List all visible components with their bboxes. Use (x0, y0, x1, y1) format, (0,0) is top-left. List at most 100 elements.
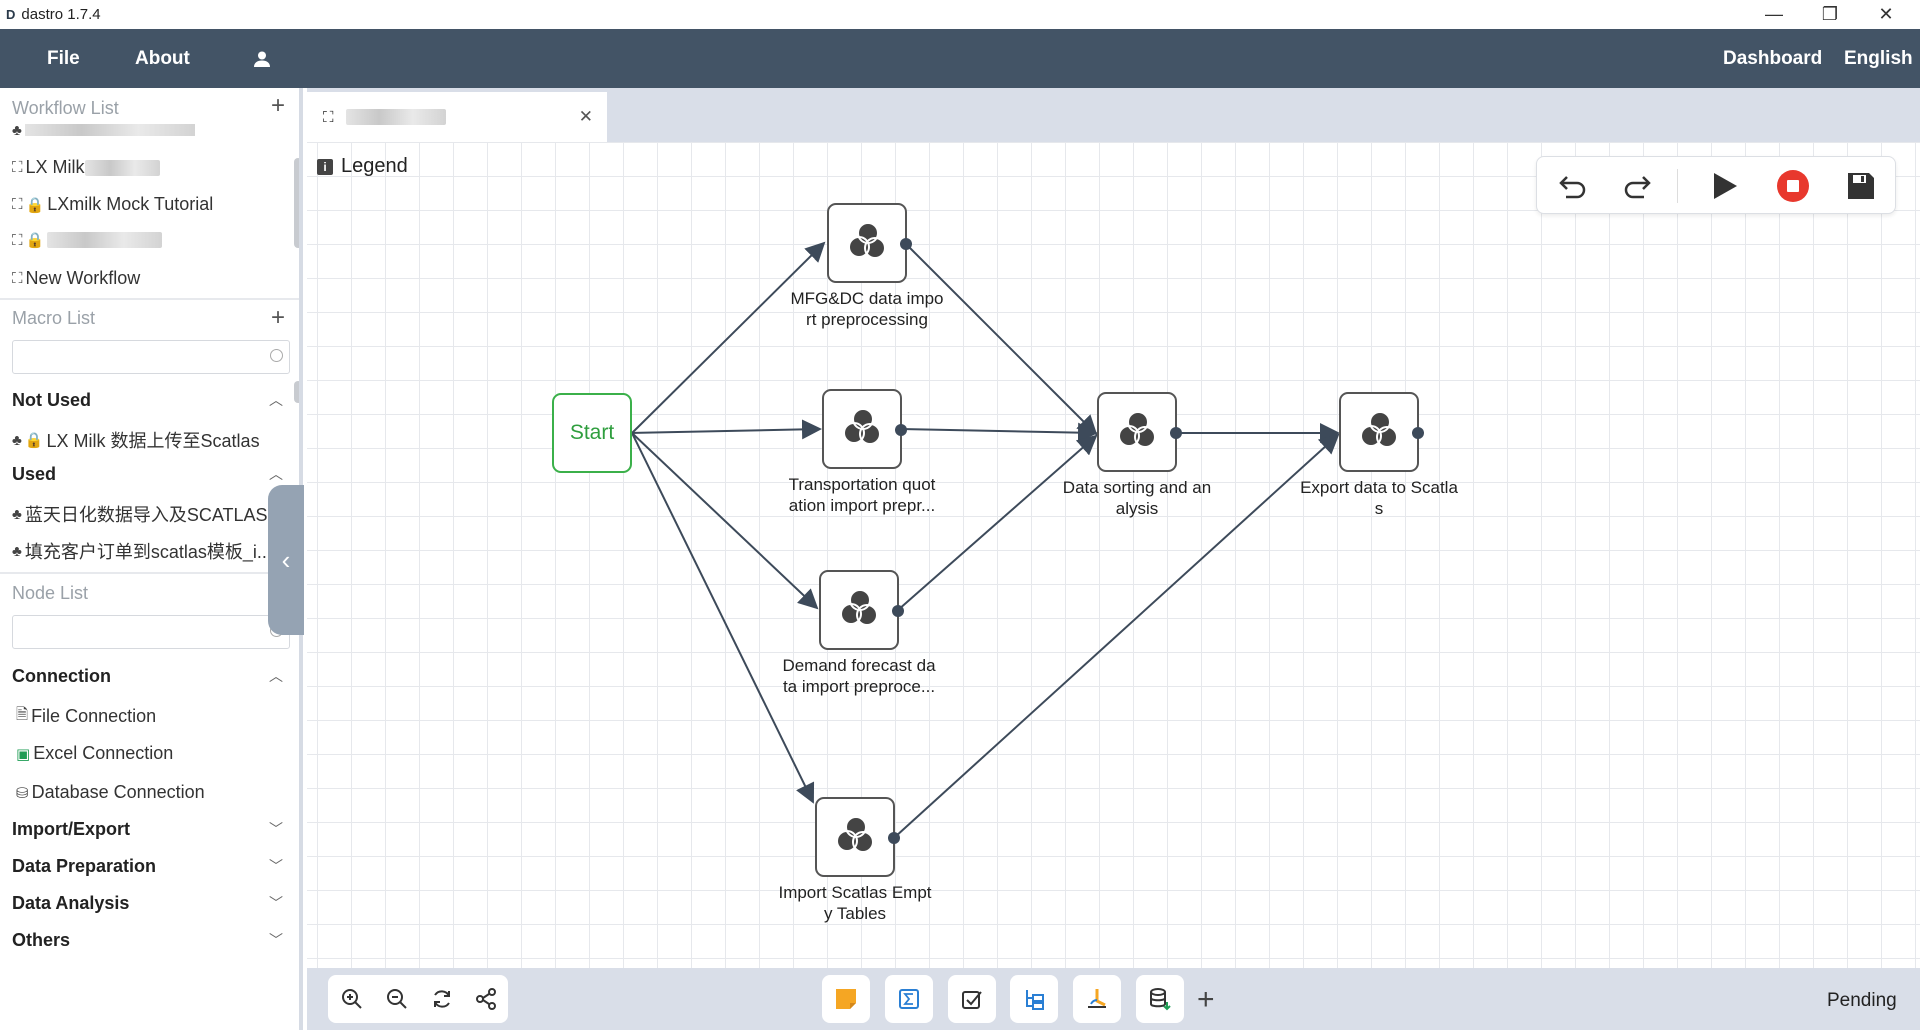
edge[interactable] (631, 432, 819, 610)
chevron-down-icon[interactable]: ﹀ (269, 821, 283, 837)
macro-item[interactable]: ♣🔒 LX Milk 数据上传至Scatlas (12, 427, 260, 453)
node-label-line: Demand forecast da (782, 656, 936, 675)
edge[interactable] (904, 242, 1098, 436)
note-icon[interactable] (822, 975, 870, 1023)
chevron-down-icon[interactable]: ﹀ (269, 895, 283, 911)
play-icon[interactable] (1705, 167, 1745, 205)
macro-scrollbar[interactable] (294, 381, 299, 403)
database-icon: ⛁ (16, 784, 29, 802)
chevron-up-icon[interactable]: ︿ (269, 668, 283, 684)
close-icon[interactable]: ✕ (578, 107, 593, 126)
zoom-out-icon[interactable] (373, 975, 421, 1023)
menu-dashboard[interactable]: Dashboard (1723, 47, 1823, 69)
category-data-analysis[interactable]: Data Analysis (12, 893, 130, 913)
window-title: dastro 1.7.4 (21, 6, 101, 23)
user-icon[interactable] (253, 29, 271, 88)
add-workflow-button[interactable]: + (270, 92, 285, 119)
workflow-item[interactable]: ⛶🔒 LXmilk Mock Tutorial (12, 194, 213, 215)
workflow-node[interactable] (815, 797, 900, 877)
lock-icon: 🔒 (24, 432, 44, 449)
output-port[interactable] (1170, 427, 1182, 439)
language-selector[interactable]: English (1844, 47, 1913, 69)
edge[interactable] (631, 419, 822, 440)
app-logo: D (6, 7, 16, 22)
category-connection[interactable]: Connection (12, 666, 111, 686)
node-label-line: Data sorting and an (1062, 478, 1212, 497)
close-icon[interactable]: ✕ (1878, 4, 1894, 24)
add-icon[interactable]: + (1197, 983, 1215, 1016)
output-port[interactable] (900, 238, 912, 250)
output-port[interactable] (895, 424, 907, 436)
workflow-node[interactable] (827, 203, 912, 283)
node-item-file-connection[interactable]: 🗎 File Connection (16, 704, 156, 729)
workflow-node[interactable] (1339, 392, 1424, 472)
database-icon[interactable] (1136, 975, 1184, 1023)
node-item-label: Excel Connection (33, 743, 174, 763)
edge[interactable] (631, 432, 815, 804)
macro-item[interactable]: ♣ 填充客户订单到scatlas模板_i... (12, 538, 272, 564)
edge[interactable] (900, 422, 1098, 443)
chevron-up-icon[interactable]: ︿ (269, 392, 283, 408)
category-others[interactable]: Others (12, 930, 71, 950)
chevron-down-icon[interactable]: ﹀ (269, 932, 283, 948)
output-port[interactable] (892, 605, 904, 617)
chart-icon[interactable] (1073, 975, 1121, 1023)
workflow-item-label: New Workflow (25, 268, 141, 288)
list-item[interactable]: ♣ (12, 124, 195, 136)
legend-toggle[interactable]: i Legend (317, 155, 408, 178)
output-port[interactable] (888, 832, 900, 844)
macro-item[interactable]: ♣ 蓝天日化数据导入及SCATLAS... (12, 501, 283, 527)
workflow-item[interactable]: ⛶🔒 (12, 231, 163, 249)
restore-icon[interactable]: ❐ (1821, 4, 1839, 24)
start-node[interactable]: Start (552, 393, 632, 473)
macro-search-input[interactable] (12, 340, 290, 374)
category-import-export[interactable]: Import/Export (12, 819, 131, 839)
chevron-down-icon[interactable]: ﹀ (269, 858, 283, 874)
add-macro-button[interactable]: + (270, 304, 285, 331)
node-item-database-connection[interactable]: ⛁ Database Connection (16, 782, 205, 803)
workflow-item-label: LXmilk Mock Tutorial (47, 194, 214, 214)
workflow-canvas[interactable] (307, 142, 1920, 968)
workflow-icon: ⛶ (12, 231, 23, 249)
edge[interactable] (897, 434, 1098, 611)
zoom-in-icon[interactable] (328, 975, 376, 1023)
collapse-sidebar-button[interactable]: ‹ (268, 485, 304, 635)
macro-list-title: Macro List (12, 308, 96, 328)
output-port[interactable] (1412, 427, 1424, 439)
chevron-up-icon[interactable]: ︿ (269, 466, 283, 482)
minimize-icon[interactable]: — (1765, 4, 1783, 24)
check-icon[interactable] (948, 975, 996, 1023)
lock-icon: 🔒 (25, 232, 45, 249)
macro-item-label: 填充客户订单到scatlas模板_i... (24, 542, 272, 562)
run-status: Pending (1827, 990, 1897, 1011)
node-item-excel-connection[interactable]: ▣ Excel Connection (16, 743, 173, 764)
formula-icon[interactable] (885, 975, 933, 1023)
tree-icon[interactable] (1010, 975, 1058, 1023)
stop-icon[interactable] (1773, 167, 1813, 205)
menu-file[interactable]: File (47, 47, 80, 69)
node-label-line: Import Scatlas Empt (778, 883, 932, 902)
menu-about[interactable]: About (135, 47, 190, 69)
edge[interactable] (631, 241, 826, 434)
sidebar: Workflow List + ♣ ⛶ LX Milk ⛶🔒 LXmilk Mo… (0, 88, 303, 1030)
redo-icon[interactable] (1617, 167, 1657, 205)
share-icon[interactable] (462, 975, 510, 1023)
save-icon[interactable] (1841, 167, 1881, 205)
category-data-preparation[interactable]: Data Preparation (12, 856, 157, 876)
undo-icon[interactable] (1553, 167, 1593, 205)
title-bar: D dastro 1.7.4 (0, 0, 1920, 29)
node-label: Data sorting and an alysis (1047, 477, 1227, 519)
tab-workflow[interactable]: ⛶ ✕ (307, 92, 607, 142)
workflow-item[interactable]: ⛶ LX Milk (12, 157, 160, 178)
refresh-icon[interactable] (418, 975, 466, 1023)
edge[interactable] (894, 433, 1340, 838)
workflow-scrollbar[interactable] (294, 158, 299, 248)
workflow-item[interactable]: ⛶ New Workflow (12, 268, 140, 289)
node-label-line: Export data to Scatla (1300, 478, 1458, 497)
workflow-node[interactable] (822, 389, 907, 469)
workflow-node[interactable] (1097, 392, 1182, 472)
macro-used-header: Used (12, 464, 57, 484)
workflow-node[interactable] (819, 570, 904, 650)
info-icon: i (317, 158, 333, 175)
